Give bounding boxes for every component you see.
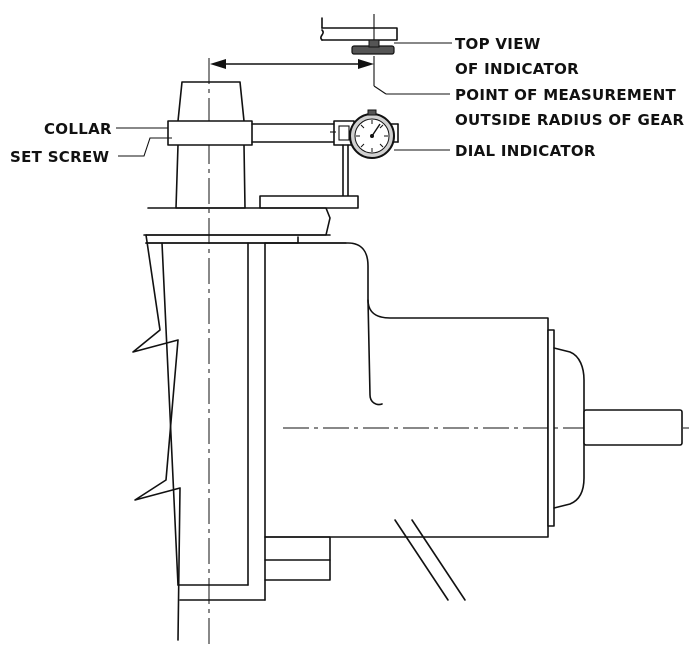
label-top-view: TOP VIEW xyxy=(455,35,541,53)
top-view-indicator-sketch xyxy=(320,14,398,55)
leader-lines xyxy=(116,42,452,157)
output-shaft-assembly xyxy=(547,329,683,527)
label-collar: COLLAR xyxy=(44,120,112,138)
dial-indicator-gauge xyxy=(349,109,395,159)
gearbox-housing xyxy=(132,207,549,641)
label-outside-radius: OUTSIDE RADIUS OF GEAR xyxy=(455,111,685,129)
dimension-arrow xyxy=(210,56,375,72)
label-point-of-measurement: POINT OF MEASUREMENT xyxy=(455,86,677,104)
label-set-screw: SET SCREW xyxy=(10,148,110,166)
label-of-indicator: OF INDICATOR xyxy=(455,60,579,78)
indicator-base-plate xyxy=(259,195,359,209)
label-dial-indicator: DIAL INDICATOR xyxy=(455,142,596,160)
gear-hub xyxy=(167,81,253,209)
